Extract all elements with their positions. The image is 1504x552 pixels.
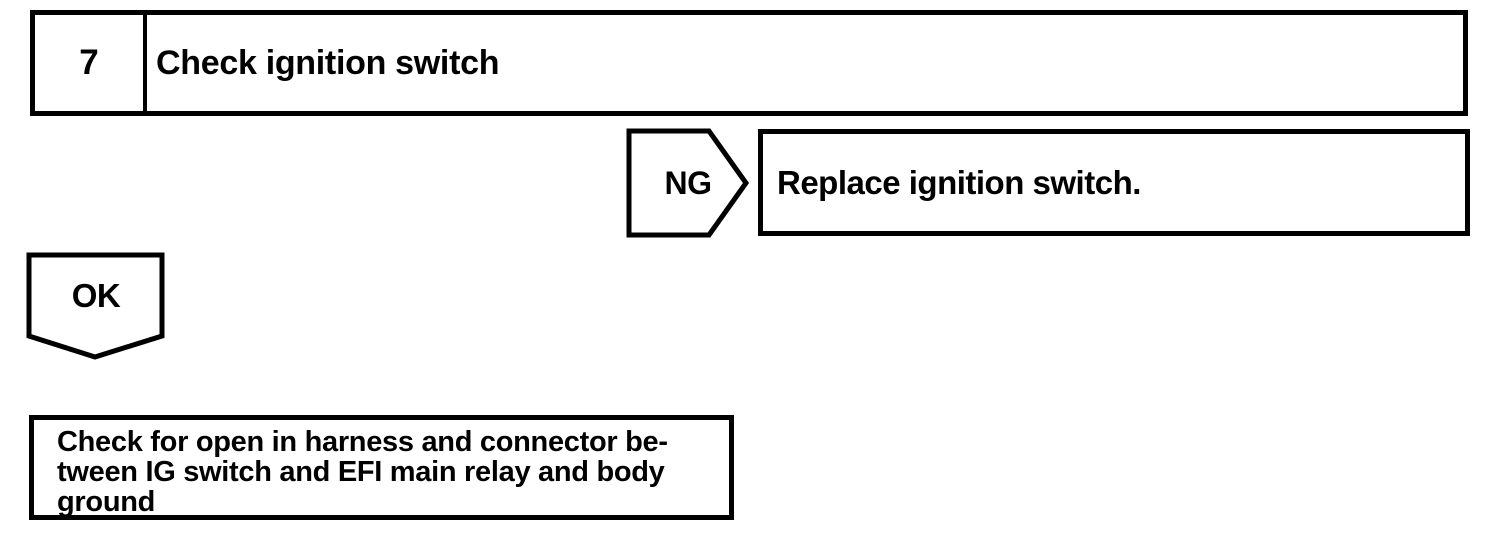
ok-pentagon-shape [26,252,165,360]
step-box: 7 Check ignition switch [30,10,1468,116]
ng-action-box: Replace ignition switch. [758,129,1470,236]
next-check-line-1: Check for open in harness and connector … [57,426,668,458]
step-number: 7 [35,15,147,111]
ng-connector-arrow: NG [626,128,750,238]
ng-pentagon-shape [626,128,750,238]
ok-label: OK [72,277,121,314]
ok-connector-arrow: OK [26,252,165,360]
ng-label: NG [665,165,712,201]
ng-action-text: Replace ignition switch. [777,163,1141,201]
next-check-line-3: ground [57,486,156,518]
next-check-box: Check for open in harness and connector … [29,415,734,520]
step-title: Check ignition switch [156,43,500,82]
next-check-line-2: tween IG switch and EFI main relay and b… [57,456,665,488]
